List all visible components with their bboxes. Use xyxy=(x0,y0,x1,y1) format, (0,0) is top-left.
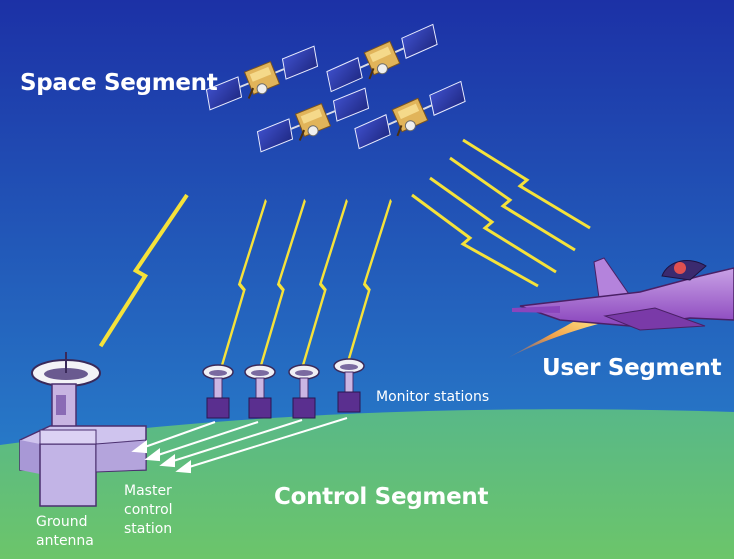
aircraft-icon xyxy=(508,257,734,358)
control-segment-label: Control Segment xyxy=(274,484,489,510)
signal-bolt-icon xyxy=(449,156,576,252)
user-signal-group xyxy=(411,138,591,288)
monitor-stations-label: Monitor stations xyxy=(376,389,490,405)
user-segment-label: User Segment xyxy=(542,355,722,381)
ground-antenna-label: Ground antenna xyxy=(36,514,94,549)
signal-bolt-icon xyxy=(462,138,591,230)
space-segment-label: Space Segment xyxy=(20,70,218,96)
signal-bolt-icon xyxy=(429,176,557,274)
signal-bolt-icon xyxy=(411,193,539,288)
master-control-station-icon xyxy=(19,425,147,507)
uplink-arrows-group xyxy=(131,417,348,474)
master-control-station-label: Master control station xyxy=(124,483,173,537)
